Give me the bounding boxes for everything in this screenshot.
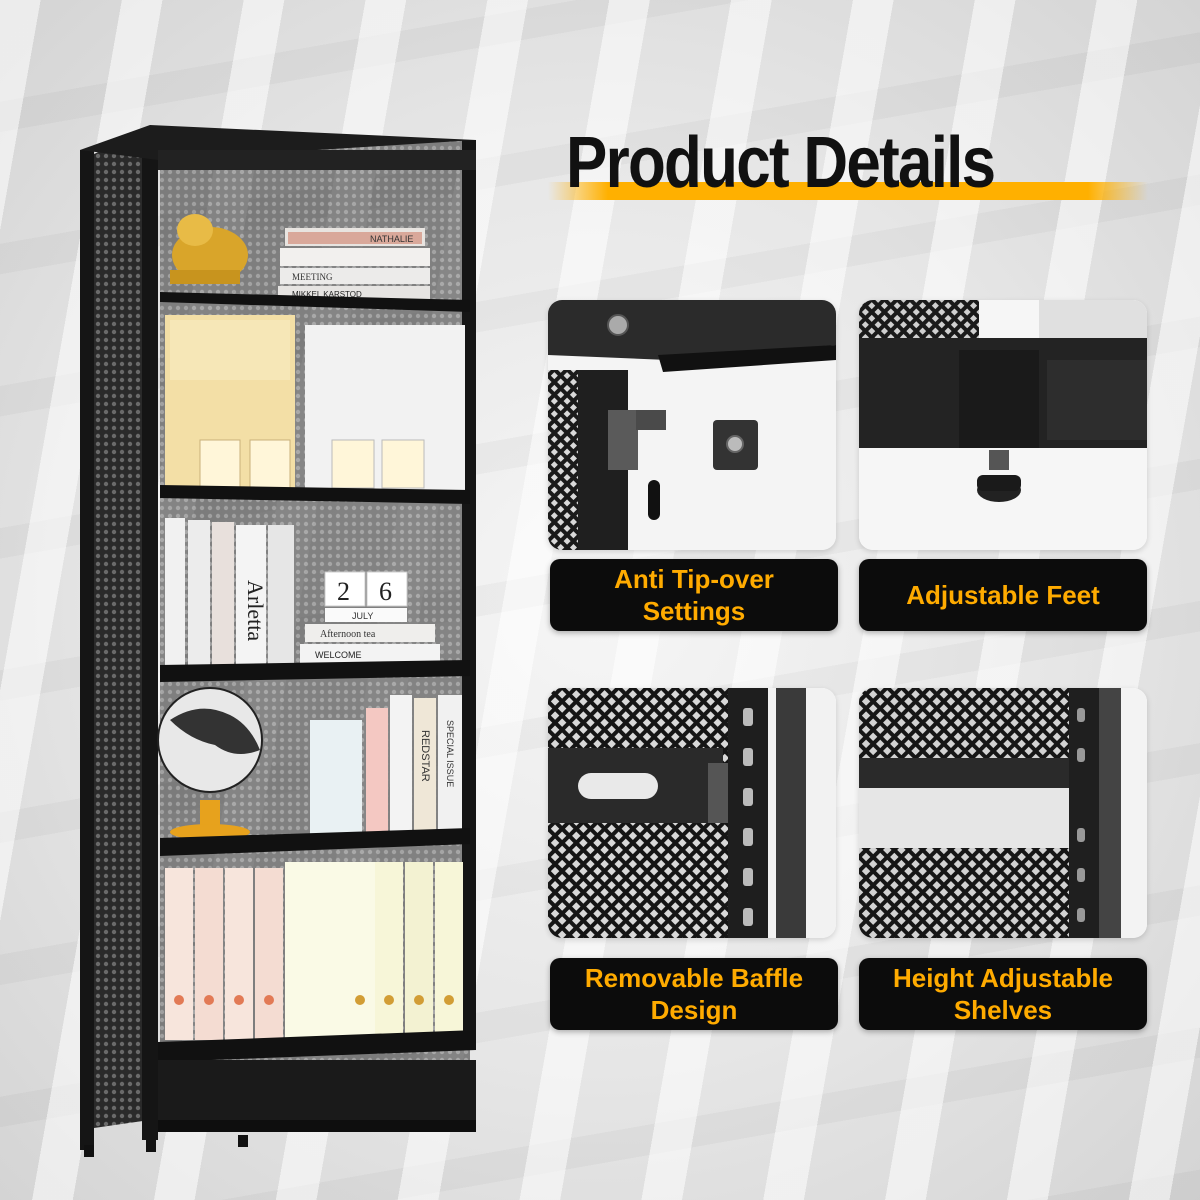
feature-label-anti-tipover: Anti Tip-over Settings: [550, 559, 838, 631]
title-underline: [548, 182, 1148, 200]
book-mikkel: MIKKEL KARSTOD: [292, 290, 362, 299]
baffle-image: [548, 688, 836, 938]
shelf-height-image: [859, 688, 1147, 938]
feature-label-adjustable-feet: Adjustable Feet: [859, 559, 1147, 631]
book-special: SPECIAL ISSUE: [445, 720, 455, 787]
feature-label-text: Anti Tip-over Settings: [614, 564, 774, 626]
calendar-month: JULY: [352, 611, 373, 621]
desk-calendar: 2 6 JULY: [324, 571, 408, 622]
book-arletta: Arletta: [243, 580, 268, 641]
feature-label-text: Height Adjustable Shelves: [892, 963, 1114, 1025]
book-afternoon: Afternoon tea: [320, 629, 376, 640]
book-nathalie: NATHALIE: [370, 234, 413, 244]
book-welcome: WELCOME: [315, 650, 362, 660]
book-meeting: MEETING: [292, 272, 333, 282]
feature-label-removable-baffle: Removable Baffle Design: [550, 958, 838, 1030]
calendar-day-1: 2: [337, 577, 350, 606]
tip-over-bracket-image: [548, 300, 836, 550]
bookshelf-product-image: NATHALIE MEETING MIKKEL KARSTOD Arletta …: [70, 120, 490, 1160]
page-title: Product Details: [566, 123, 996, 203]
adjustable-foot-image: [859, 300, 1147, 550]
feature-label-height-adjustable: Height Adjustable Shelves: [859, 958, 1147, 1030]
feature-label-text: Removable Baffle Design: [584, 963, 804, 1025]
calendar-day-2: 6: [379, 577, 392, 606]
book-redstar: REDSTAR: [419, 730, 431, 782]
gold-bull-decor: [170, 214, 248, 284]
title-block: Product Details: [548, 118, 1148, 218]
feature-label-text: Adjustable Feet: [906, 580, 1100, 610]
